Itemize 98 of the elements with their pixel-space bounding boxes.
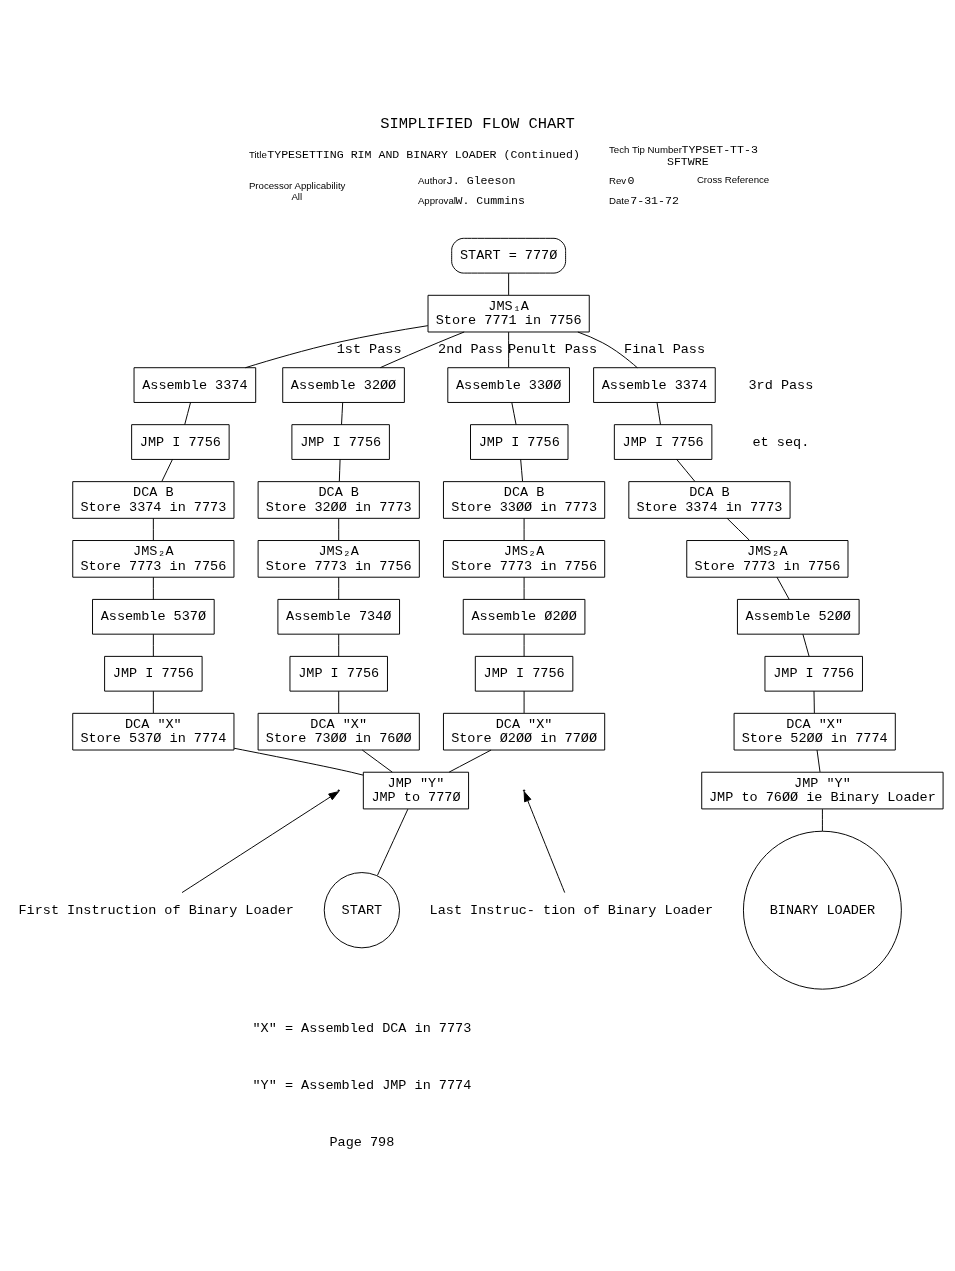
node-circle: BINARY LOADER bbox=[742, 830, 902, 990]
label: Cross Reference bbox=[696, 173, 770, 185]
label: "X" = Assembled DCA in 7773 bbox=[252, 1020, 472, 1036]
label: Author bbox=[417, 174, 447, 186]
edge-label: 1st Pass bbox=[336, 341, 402, 357]
label: Tech Tip Number bbox=[609, 143, 682, 155]
node-box: JMP I 7756 bbox=[289, 655, 388, 692]
connector bbox=[376, 808, 409, 876]
node-box: JMS₂A Store 7773 in 7756 bbox=[72, 539, 235, 578]
node-box: JMS₂A Store 7773 in 7756 bbox=[257, 539, 420, 578]
connector bbox=[577, 331, 638, 368]
connector bbox=[379, 331, 465, 368]
node-box: Assemble 537Ø bbox=[92, 598, 215, 635]
connector bbox=[338, 458, 341, 482]
connector bbox=[802, 633, 810, 657]
edge-label: Penult Pass bbox=[508, 341, 598, 357]
connector bbox=[813, 690, 815, 713]
node-box: JMP I 7756 bbox=[291, 423, 390, 460]
label: J. Gleeson bbox=[445, 173, 516, 187]
connector bbox=[776, 576, 790, 600]
connector bbox=[152, 690, 154, 713]
connector bbox=[338, 576, 340, 600]
connector bbox=[233, 747, 364, 776]
label: 3rd Pass bbox=[748, 377, 814, 393]
label: Processor Applicability bbox=[248, 179, 346, 191]
connector bbox=[508, 272, 510, 295]
connector bbox=[676, 458, 696, 482]
node-box: DCA "X" Store 73ØØ in 76ØØ bbox=[257, 712, 420, 750]
label: TYPESETTING RIM AND BINARY LOADER (Continued) bbox=[267, 147, 580, 161]
label: W. Cummins bbox=[455, 193, 526, 207]
label: TYPSET-TT-3 bbox=[681, 142, 758, 156]
node-box: JMP I 7756 bbox=[764, 655, 863, 692]
node-box: JMS₂A Store 7773 in 7756 bbox=[443, 539, 606, 578]
connector bbox=[523, 576, 525, 600]
node-box: Assemble 33ØØ bbox=[447, 366, 570, 403]
connector bbox=[184, 401, 191, 425]
connector bbox=[511, 401, 517, 425]
node-box: DCA B Store 32ØØ in 7773 bbox=[257, 480, 420, 519]
connector bbox=[816, 749, 821, 772]
connector bbox=[161, 458, 173, 482]
node-box: Assemble 734Ø bbox=[277, 598, 401, 635]
label: Title bbox=[248, 148, 267, 160]
connector bbox=[448, 749, 492, 773]
node-box: JMS₁A Store 7771 in 7756 bbox=[427, 294, 590, 332]
node-box: DCA B Store 3374 in 7773 bbox=[628, 480, 791, 519]
label: Page 798 bbox=[329, 1134, 395, 1150]
arrow bbox=[181, 790, 340, 893]
node-box: DCA "X" Store Ø2ØØ in 77ØØ bbox=[443, 712, 606, 750]
node-box: DCA "X" Store 52ØØ in 7774 bbox=[733, 712, 896, 750]
node-box: JMP I 7756 bbox=[470, 423, 569, 460]
connector bbox=[338, 690, 340, 713]
connector bbox=[821, 808, 823, 832]
node-box: JMP I 7756 bbox=[613, 423, 713, 460]
label: 0 bbox=[627, 173, 635, 187]
node-box: Assemble 52ØØ bbox=[736, 598, 860, 635]
label: Rev bbox=[609, 174, 627, 186]
node-box: DCA B Store 33ØØ in 7773 bbox=[443, 480, 606, 519]
node-text: Last Instruc- tion of Binary Loader bbox=[429, 902, 714, 918]
node-box: DCA B Store 3374 in 7773 bbox=[72, 480, 235, 519]
edge-label: 2nd Pass bbox=[438, 341, 503, 357]
connector bbox=[361, 749, 393, 773]
label: Date bbox=[609, 194, 630, 206]
connector bbox=[508, 331, 510, 368]
connector bbox=[152, 576, 154, 600]
connector bbox=[244, 324, 429, 368]
connector bbox=[523, 633, 525, 657]
node-box: Assemble Ø2ØØ bbox=[462, 598, 586, 635]
connector bbox=[523, 517, 525, 541]
node-box: Assemble 3374 bbox=[133, 366, 257, 403]
connector bbox=[520, 458, 524, 482]
node-box: JMP "Y" JMP to 76ØØ ie Binary Loader bbox=[701, 771, 944, 809]
node-box: START = 777Ø bbox=[451, 237, 567, 274]
node-box: JMP I 7756 bbox=[131, 423, 230, 460]
node-box: DCA "X" Store 537Ø in 7774 bbox=[72, 712, 235, 750]
label: 7-31-72 bbox=[630, 193, 679, 207]
connector bbox=[523, 690, 525, 713]
label: SFTWRE bbox=[666, 154, 709, 168]
label: Approval bbox=[417, 194, 456, 206]
edge-label: Final Pass bbox=[624, 341, 706, 357]
label: All bbox=[291, 190, 303, 202]
connector bbox=[338, 633, 340, 657]
label: et seq. bbox=[752, 434, 810, 450]
label: "Y" = Assembled JMP in 7774 bbox=[252, 1077, 472, 1093]
connector bbox=[726, 517, 750, 541]
connector bbox=[152, 517, 154, 541]
connector bbox=[152, 633, 154, 657]
node-box: JMP I 7756 bbox=[104, 655, 203, 692]
node-box: Assemble 3374 bbox=[593, 366, 716, 403]
node-box: JMP "Y" JMP to 777Ø bbox=[362, 771, 470, 809]
connector bbox=[338, 517, 340, 541]
node-text: First Instruction of Binary Loader bbox=[18, 902, 294, 918]
connector bbox=[341, 401, 344, 425]
diagram-title: SIMPLIFIED FLOW CHART bbox=[380, 114, 575, 133]
node-box: Assemble 32ØØ bbox=[282, 366, 405, 403]
node-box: JMP I 7756 bbox=[474, 655, 574, 692]
node-box: JMS₂A Store 7773 in 7756 bbox=[686, 539, 849, 578]
node-circle: START bbox=[323, 871, 400, 948]
connector bbox=[656, 401, 661, 425]
